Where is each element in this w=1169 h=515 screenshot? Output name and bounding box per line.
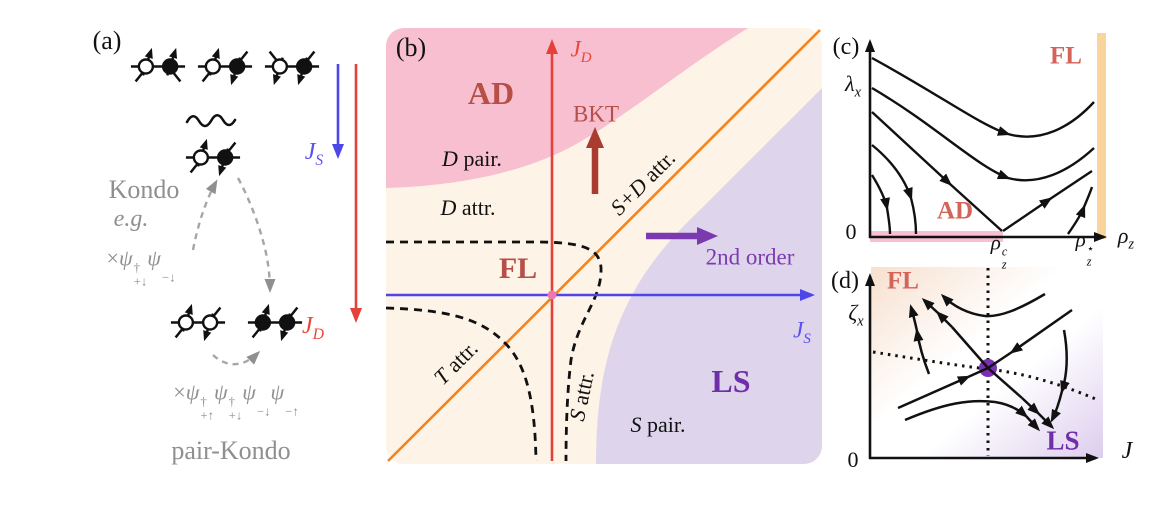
rho-z-axis-label: ρz — [1117, 223, 1135, 253]
zeta-x-axis-label: ζx — [848, 300, 864, 330]
spin-pair-icon-up-up — [130, 47, 186, 83]
panel-d-label: (d) — [831, 268, 859, 294]
lambda-x-axis-label: λx — [845, 71, 861, 101]
origin-dot — [547, 290, 557, 300]
panel-b-label: (b) — [395, 33, 427, 62]
kondo-process-arrow — [191, 179, 218, 251]
spin-pair-icon-middle — [185, 138, 241, 177]
second-order-arrow — [646, 227, 718, 245]
c-ad-label: AD — [936, 197, 974, 225]
ad-phase-label: AD — [467, 75, 515, 111]
panel-b-plot — [385, 28, 822, 464]
bkt-label: BKT — [573, 101, 619, 127]
pair-kondo-label: pair-Kondo — [171, 436, 291, 465]
fl-line-bar — [1097, 33, 1106, 239]
kondo-formula: ×ψ†+↓ψ−↓ — [106, 245, 176, 289]
js-axis-label: JS — [793, 317, 811, 348]
dashed-curve-upper — [386, 240, 603, 462]
dashed-curve-lower — [385, 306, 538, 462]
jd-coupling-label: JD — [302, 313, 324, 343]
c-origin-zero: 0 — [845, 219, 857, 244]
panel-d-plot — [865, 267, 1103, 463]
j-axis-label: J — [1121, 438, 1133, 464]
spin-pair-icon-down-down — [264, 50, 320, 86]
spin-pair-icon-open-open — [170, 303, 226, 342]
kondo-process-arrow-2 — [236, 177, 276, 293]
d-origin-zero: 0 — [847, 447, 859, 472]
d-fl-label: FL — [887, 267, 919, 295]
panel-a-label: (a) — [92, 26, 122, 55]
js-coupling-label: JS — [304, 139, 324, 169]
critical-dotted-curve — [872, 350, 1099, 402]
ls-phase-label: LS — [711, 363, 751, 399]
rho-z-star-tick: ρ⋆z — [1075, 227, 1095, 269]
fl-phase-label: FL — [498, 252, 538, 285]
bkt-arrow — [586, 127, 604, 194]
kondo-eg-label: e.g. — [113, 206, 149, 232]
ad-region-fill — [386, 28, 748, 188]
pair-kondo-process-arrow — [212, 350, 261, 366]
second-order-label: 2nd order — [705, 244, 795, 270]
panel-c-plot — [865, 33, 1107, 242]
panel-c-label: (c) — [832, 34, 860, 60]
ls-region-fill — [596, 88, 822, 464]
spin-pair-icon-filled-filled — [247, 303, 303, 342]
diagonal-line — [387, 29, 821, 462]
d-ls-label: LS — [1046, 425, 1080, 456]
kondo-label: Kondo — [108, 175, 180, 204]
spin-pair-icon-up-down — [197, 47, 253, 86]
jd-axis-label: JD — [570, 36, 592, 67]
pair-kondo-formula: ×ψ†+↑ψ†+↓ψ−↓ψ−↑ — [173, 379, 299, 423]
c-fl-label: FL — [1050, 42, 1082, 70]
panel-a-graphics — [185, 64, 362, 366]
squiggle-icon — [185, 113, 237, 128]
